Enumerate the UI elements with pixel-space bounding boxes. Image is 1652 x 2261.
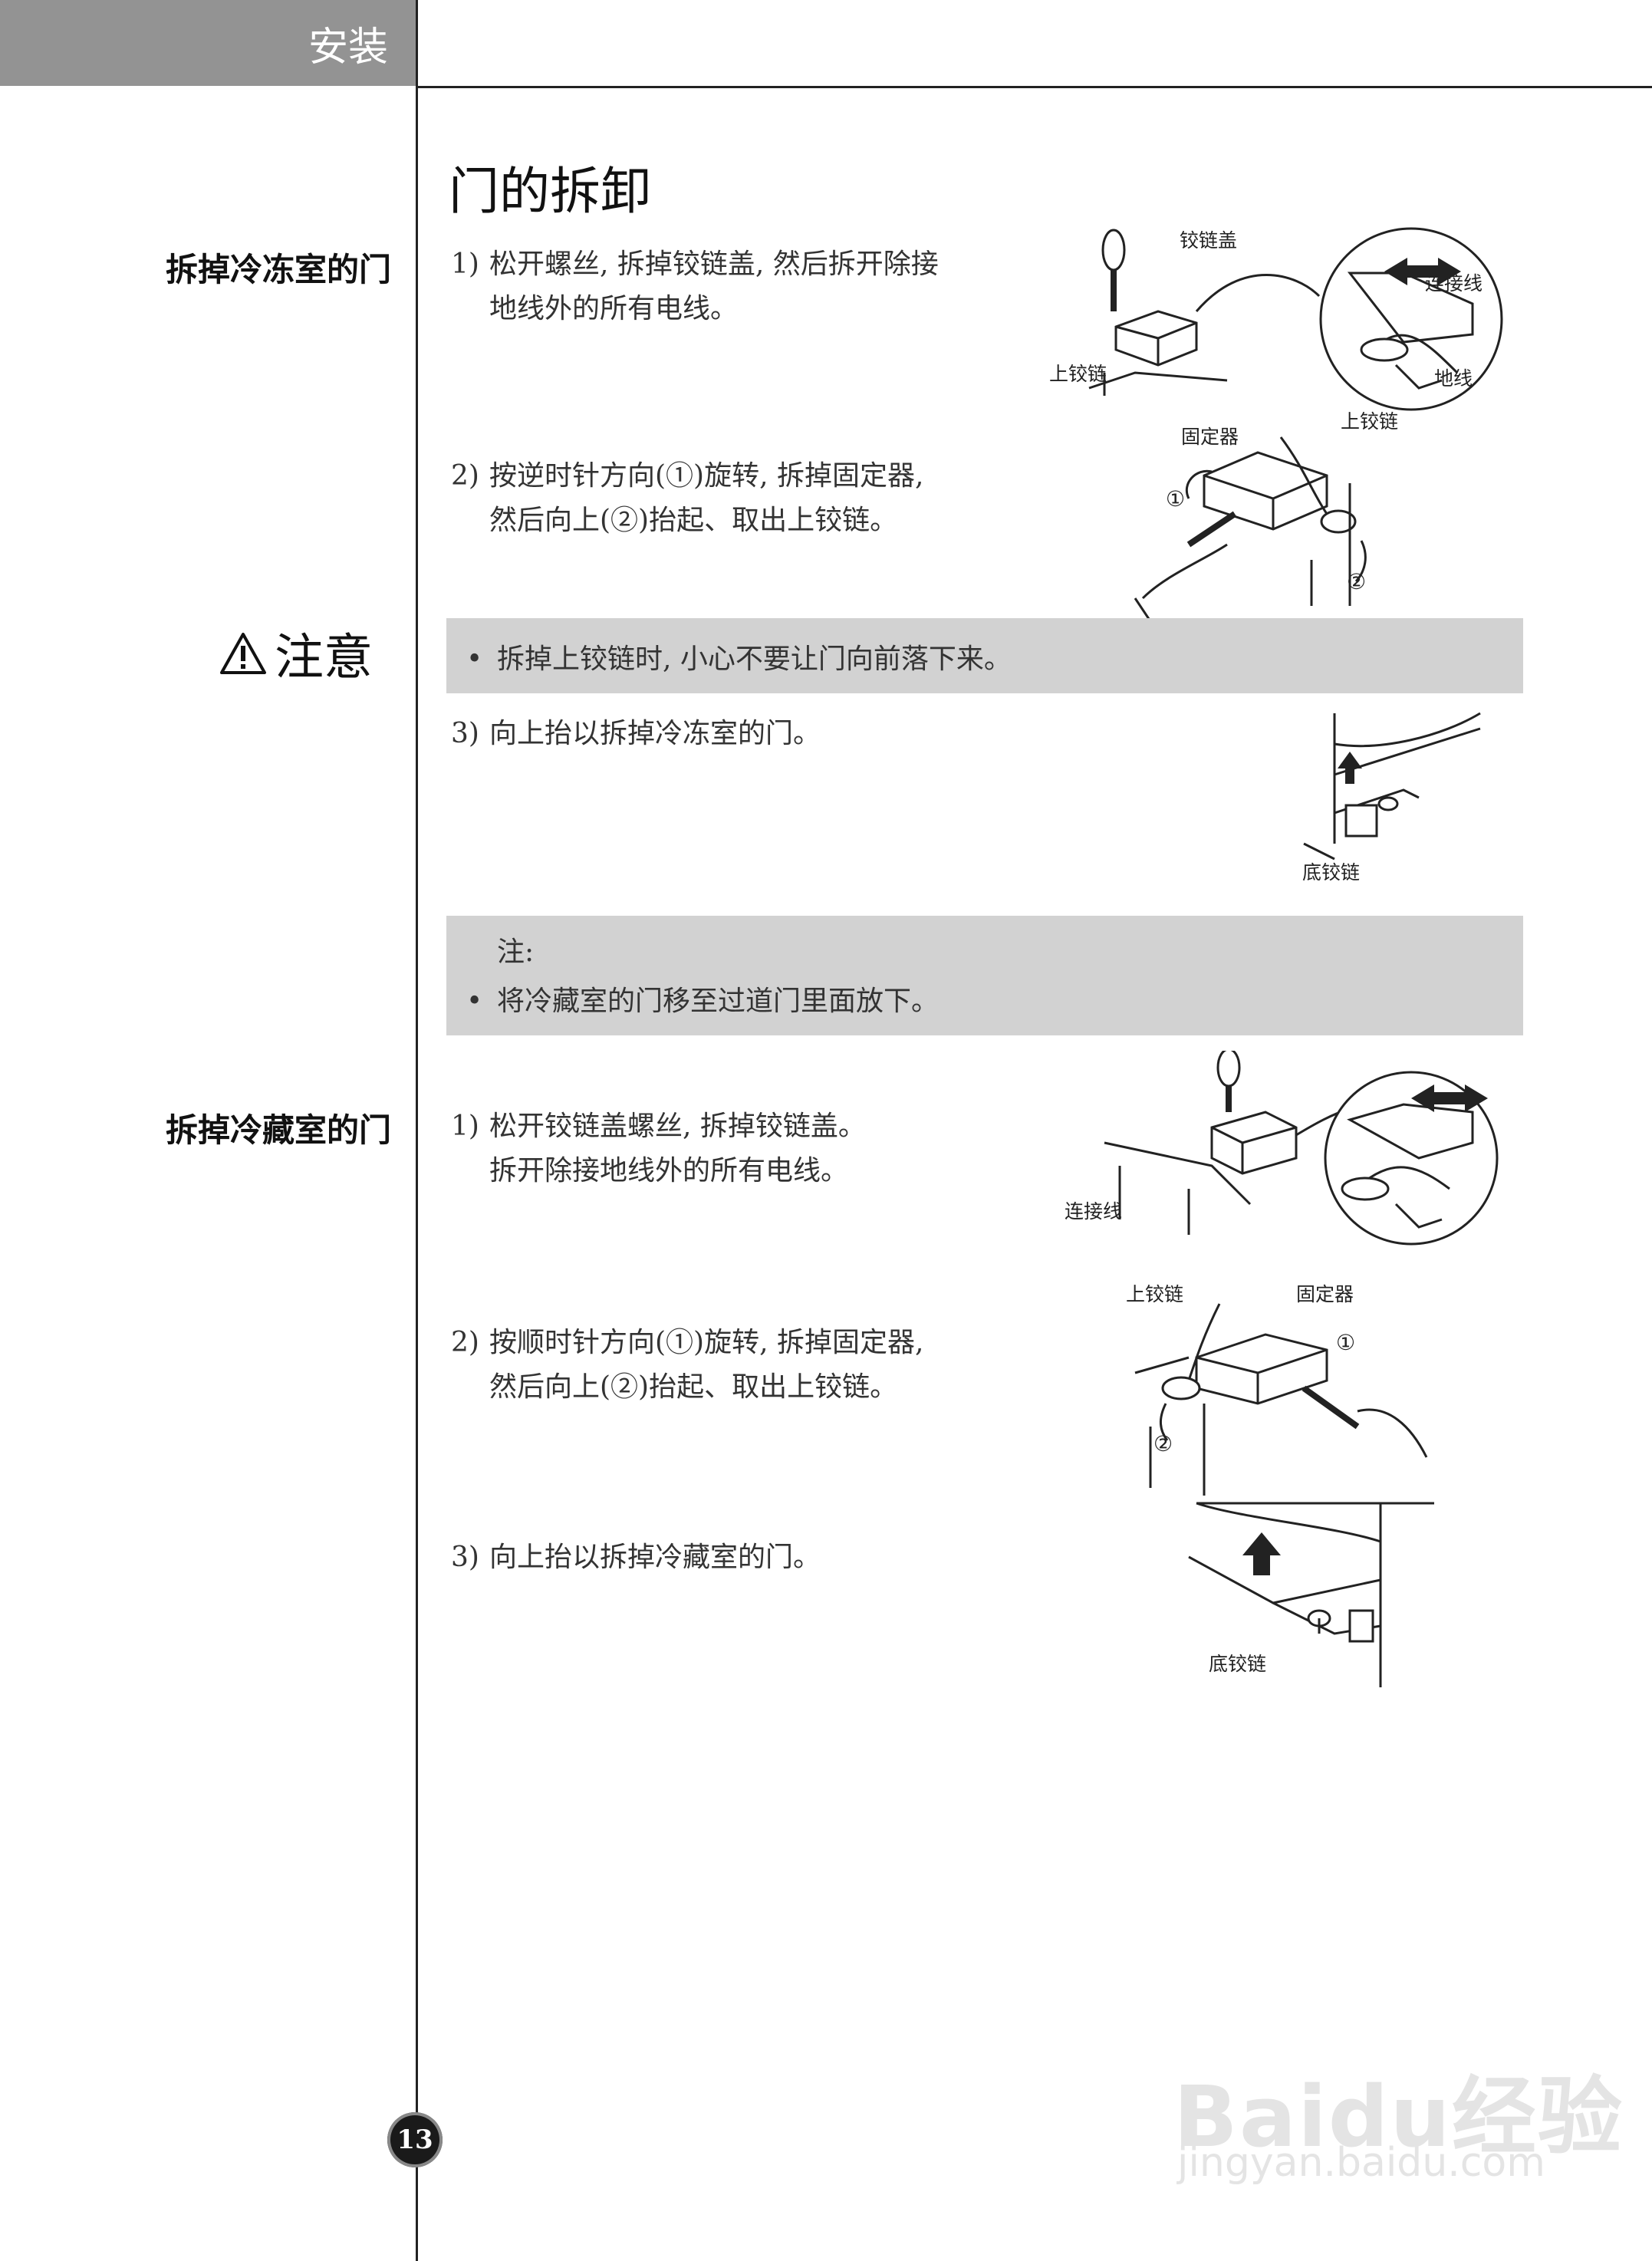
page-number: 13	[397, 2124, 433, 2155]
step-text: 向上抬以拆掉冷藏室的门。	[489, 1542, 821, 1573]
label-hinge-cover: 铰链盖	[1180, 229, 1237, 252]
fridge-step-2: 2) 按顺时针方向(①)旋转, 拆掉固定器, 然后向上(②)抬起、取出上铰链。	[451, 1321, 923, 1410]
step-number: 3)	[451, 718, 479, 749]
label-holder: 固定器	[1296, 1283, 1354, 1305]
step-text: 松开螺丝, 拆掉铰链盖, 然后拆开除接	[489, 248, 939, 280]
freezer-hinge-cover-figure: 铰链盖 连接线 上铰链 地线	[1049, 227, 1503, 411]
freezer-door-heading: 拆掉冷冻室的门	[165, 251, 391, 288]
circle-1-label: ①	[1336, 1330, 1355, 1355]
step-text: 然后向上(②)抬起、取出上铰链。	[489, 1371, 898, 1403]
note-item: •将冷藏室的门移至过道门里面放下。	[466, 986, 940, 1017]
step-number: 1)	[451, 248, 479, 280]
note-text: 将冷藏室的门移至过道门里面放下。	[497, 986, 940, 1017]
note-box: 注: •将冷藏室的门移至过道门里面放下。	[446, 916, 1523, 1035]
label-bottom-hinge: 底铰链	[1209, 1653, 1266, 1675]
margin-rule	[416, 0, 418, 2261]
step-number: 2)	[451, 460, 479, 492]
freezer-step-1: 1) 松开螺丝, 拆掉铰链盖, 然后拆开除接 地线外的所有电线。	[451, 242, 939, 331]
label-upper-hinge: 上铰链	[1341, 410, 1398, 433]
freezer-step-2: 2) 按逆时针方向(①)旋转, 拆掉固定器, 然后向上(②)抬起、取出上铰链。	[451, 454, 923, 543]
caution-label: 注意	[275, 630, 373, 686]
step-text: 松开铰链盖螺丝, 拆掉铰链盖。	[489, 1111, 866, 1142]
label-bottom-hinge: 底铰链	[1302, 861, 1360, 884]
step-text: 然后向上(②)抬起、取出上铰链。	[489, 505, 898, 536]
label-holder: 固定器	[1181, 426, 1239, 448]
up-arrow-icon	[1338, 752, 1362, 784]
caution-text: 拆掉上铰链时, 小心不要让门向前落下来。	[497, 643, 1012, 675]
double-arrow-icon	[1411, 1084, 1488, 1112]
label-ground: 地线	[1434, 367, 1473, 390]
freezer-step-3: 3) 向上抬以拆掉冷冻室的门。	[451, 712, 821, 756]
label-upper-hinge: 上铰链	[1126, 1283, 1183, 1305]
fridge-step-1: 1) 松开铰链盖螺丝, 拆掉铰链盖。 拆开除接地线外的所有电线。	[451, 1104, 866, 1193]
circle-2-label: ②	[1347, 569, 1366, 594]
fridge-step-3: 3) 向上抬以拆掉冷藏室的门。	[451, 1535, 821, 1580]
section-title: 安装	[308, 24, 388, 71]
step-text: 地线外的所有电线。	[489, 293, 739, 324]
step-text: 向上抬以拆掉冷冻室的门。	[489, 718, 821, 749]
step-number: 3)	[451, 1542, 479, 1573]
fridge-bottom-hinge-figure: 底铰链	[1188, 1502, 1434, 1687]
header-rule	[416, 86, 1652, 88]
warning-triangle-icon	[220, 633, 266, 674]
label-connector: 连接线	[1065, 1200, 1122, 1223]
step-text: 拆开除接地线外的所有电线。	[489, 1155, 849, 1186]
step-text: 按顺时针方向(①)旋转, 拆掉固定器,	[489, 1327, 924, 1358]
fridge-hinge-holder-figure: 上铰链 固定器 ① ②	[1126, 1283, 1428, 1496]
baidu-watermark-url: jingyan.baidu.com	[1177, 2140, 1545, 2186]
freezer-hinge-holder-figure: 固定器 上铰链 ① ②	[1134, 410, 1398, 621]
step-text: 按逆时针方向(①)旋转, 拆掉固定器,	[489, 460, 924, 492]
caution-heading: 注意	[219, 618, 373, 689]
note-label: 注:	[497, 936, 535, 968]
baidu-watermark-logo: Baidu经验	[1173, 2068, 1624, 2166]
page-number-badge: 13	[387, 2112, 443, 2167]
circle-1-label: ①	[1166, 486, 1185, 512]
caution-box: •拆掉上铰链时, 小心不要让门向前落下来。	[446, 618, 1523, 693]
up-arrow-icon	[1242, 1532, 1281, 1575]
page-title: 门的拆卸	[449, 162, 651, 221]
step-number: 1)	[451, 1111, 479, 1142]
section-header-tab: 安装	[0, 0, 416, 86]
caution-item: •拆掉上铰链时, 小心不要让门向前落下来。	[466, 643, 1012, 675]
step-number: 2)	[451, 1327, 479, 1358]
label-connector: 连接线	[1425, 272, 1483, 295]
circle-2-label: ②	[1153, 1431, 1173, 1456]
fridge-hinge-cover-figure: 连接线	[1065, 1051, 1499, 1246]
freezer-bottom-hinge-figure: 底铰链	[1302, 712, 1481, 884]
fridge-door-heading: 拆掉冷藏室的门	[165, 1111, 391, 1149]
label-upper-hinge: 上铰链	[1049, 363, 1107, 385]
double-arrow-icon	[1384, 258, 1461, 285]
